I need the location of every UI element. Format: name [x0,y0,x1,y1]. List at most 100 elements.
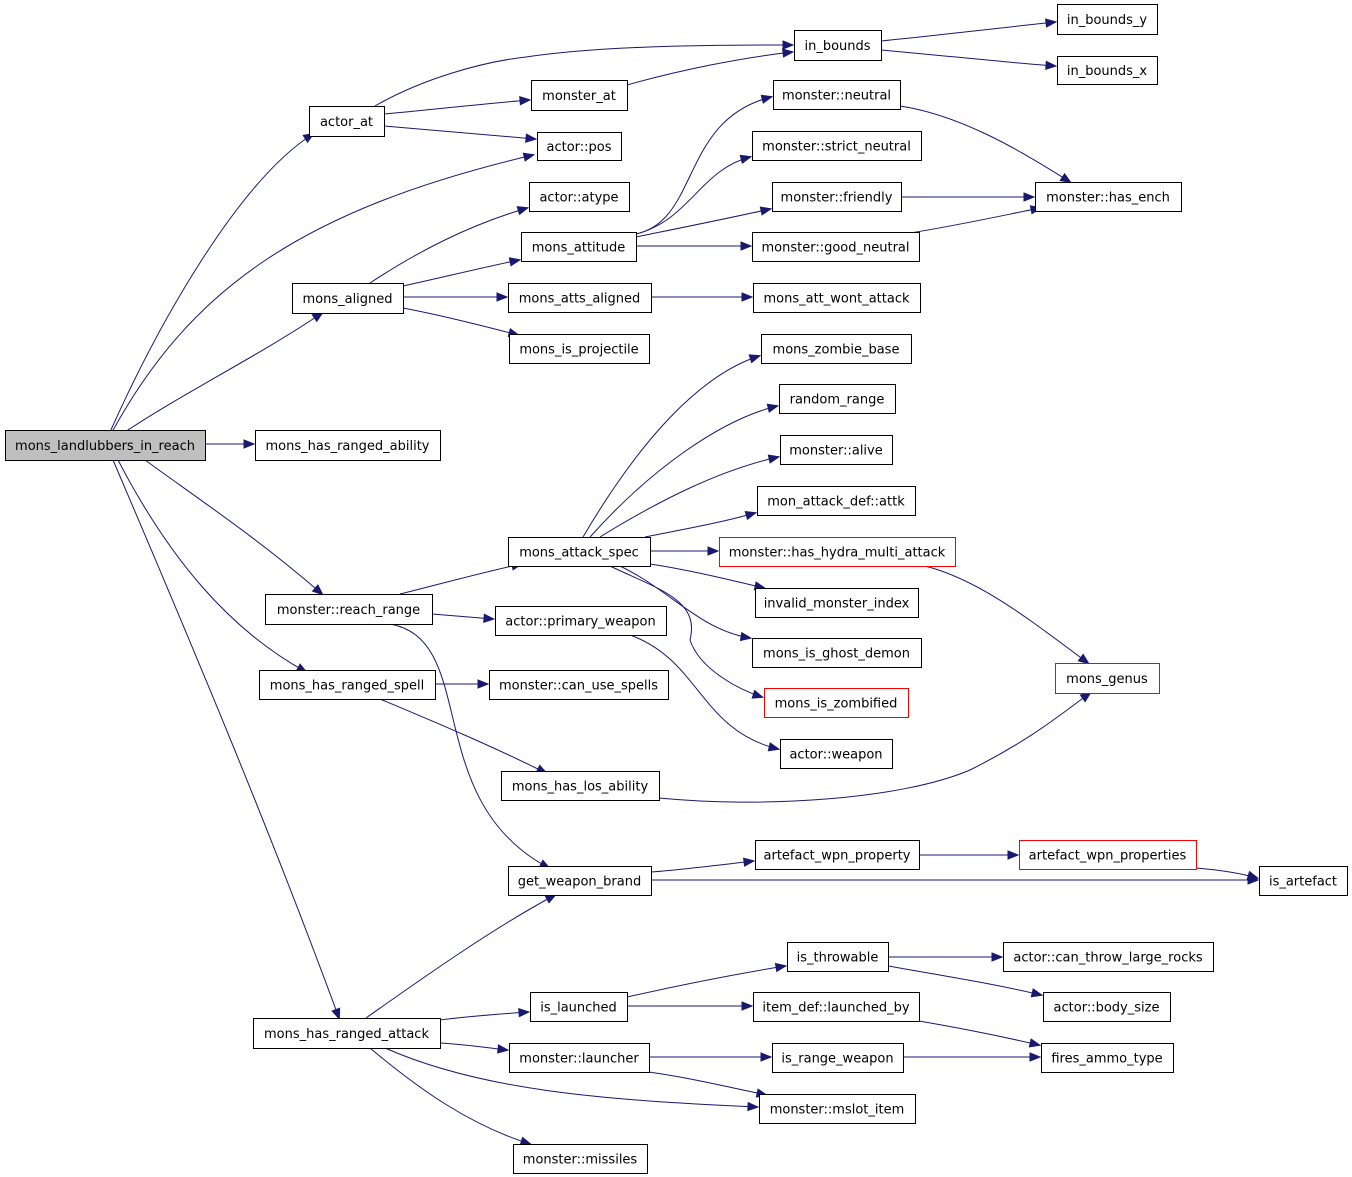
function-node[interactable]: mons_genus [1055,663,1160,694]
function-node[interactable]: actor::weapon [780,739,893,769]
node-box [309,106,385,137]
call-edge: artefact_wpn_property->artefact_wpn_prop… [919,850,1020,860]
function-node[interactable]: actor::can_throw_large_rocks [1003,942,1214,972]
node-box [759,1094,916,1124]
function-node[interactable]: invalid_monster_index [755,588,919,618]
node-label: artefact_wpn_properties [1029,849,1187,864]
arrowhead [759,206,773,216]
call-edge: mons_atts_aligned->mons_att_wont_attack [651,292,754,302]
node-box [794,30,882,61]
call-edge: mons_has_ranged_attack->is_launched [439,1007,531,1021]
call-edge: monster::reach_range->get_weapon_brand [389,623,552,870]
function-node[interactable]: monster::mslot_item [759,1094,916,1124]
function-node[interactable]: monster::alive [780,435,893,465]
function-node[interactable]: monster::missiles [513,1144,648,1174]
arrowhead [518,1007,531,1018]
function-node[interactable]: monster::has_ench [1035,182,1182,212]
function-node[interactable]: mons_attack_spec [508,537,651,567]
node-box [772,182,902,212]
arrowhead [508,257,522,267]
function-node[interactable]: is_throwable [787,942,889,972]
function-node[interactable]: mons_has_ranged_attack [253,1018,441,1049]
function-node[interactable]: mon_attack_def::attk [757,486,916,516]
function-node[interactable]: actor::atype [529,182,630,212]
node-box [753,992,920,1022]
function-node[interactable]: mons_atts_aligned [508,283,652,313]
call-edge: mons_attack_spec->mons_zombie_base [582,354,762,538]
call-edge: mons_has_ranged_attack->monster::mslot_i… [384,1047,760,1112]
node-label: monster::missiles [523,1153,638,1168]
function-node[interactable]: actor::pos [537,132,622,161]
function-node[interactable]: mons_landlubbers_in_reach [5,430,206,461]
function-node[interactable]: random_range [779,384,896,414]
function-node[interactable]: mons_is_projectile [509,334,650,364]
function-node[interactable]: actor::body_size [1043,992,1171,1022]
call-edge: mons_attitude->monster::neutral [635,94,774,235]
function-node[interactable]: get_weapon_brand [508,866,652,896]
call-edge: actor::primary_weapon->actor::weapon [629,634,781,752]
function-node[interactable]: is_range_weapon [772,1043,904,1073]
function-node[interactable]: monster::launcher [509,1043,650,1073]
function-node[interactable]: artefact_wpn_property [755,840,920,870]
node-label: in_bounds_y [1067,13,1148,28]
function-node[interactable]: in_bounds_y [1057,4,1158,35]
function-node[interactable]: monster::can_use_spells [489,670,669,700]
node-label: in_bounds_x [1067,64,1148,79]
function-node[interactable]: mons_att_wont_attack [753,283,921,313]
function-node[interactable]: mons_is_ghost_demon [752,638,922,668]
function-node[interactable]: artefact_wpn_properties [1019,840,1197,870]
node-label: mons_attack_spec [519,546,639,561]
node-box [521,232,637,262]
call-edge: get_weapon_brand->is_artefact [651,875,1260,885]
function-node[interactable]: is_artefact [1259,866,1348,896]
function-node[interactable]: in_bounds [794,30,882,61]
function-node[interactable]: mons_aligned [292,283,404,314]
arrowhead [1030,988,1044,998]
arrowhead [497,1044,510,1054]
node-box [509,334,650,364]
node-box [5,430,206,461]
arrowhead [525,133,538,143]
node-label: mons_has_ranged_spell [270,679,424,694]
node-box [1057,56,1158,85]
function-node[interactable]: mons_has_ranged_spell [259,670,436,700]
function-node[interactable]: monster::has_hydra_multi_attack [719,537,956,567]
function-node[interactable]: actor::primary_weapon [495,606,667,636]
function-node[interactable]: monster::neutral [773,80,901,110]
node-box [779,384,896,414]
arrowhead [748,354,762,364]
node-box [1057,4,1158,35]
function-node[interactable]: in_bounds_x [1057,56,1158,85]
function-node[interactable]: monster::good_neutral [752,232,920,262]
arrowhead [1023,192,1036,202]
call-edge: actor_at->monster_at [383,96,532,115]
function-node[interactable]: item_def::launched_by [753,992,920,1022]
function-node[interactable]: monster::friendly [772,182,902,212]
call-edge: mons_has_ranged_spell->mons_has_los_abil… [379,698,549,775]
function-node[interactable]: is_launched [530,992,628,1022]
function-node[interactable]: mons_zombie_base [761,334,912,364]
node-label: is_throwable [797,951,879,966]
arrowhead [519,1136,533,1146]
function-node[interactable]: monster_at [531,80,628,111]
node-box [1003,942,1214,972]
node-box [780,739,893,769]
arrowhead [243,439,256,449]
call-edge: mons_attack_spec->monster::has_hydra_mul… [650,546,720,556]
function-node[interactable]: monster::strict_neutral [752,131,922,161]
call-edge: monster::launcher->monster::mslot_item [648,1071,769,1098]
node-box [531,80,628,111]
function-node[interactable]: fires_ammo_type [1041,1043,1174,1073]
node-box [1019,840,1197,870]
function-node[interactable]: monster::reach_range [265,594,433,625]
function-node[interactable]: actor_at [309,106,385,137]
call-edge: mons_has_ranged_attack->monster::launche… [439,1042,510,1054]
arrowhead [741,292,754,302]
arrowhead [496,292,509,302]
call-edge: is_throwable->actor::can_throw_large_roc… [888,952,1004,962]
function-node[interactable]: mons_is_zombified [764,688,909,718]
function-node[interactable]: mons_has_los_ability [501,771,660,801]
node-label: mons_landlubbers_in_reach [15,439,195,454]
function-node[interactable]: mons_attitude [521,232,637,262]
function-node[interactable]: mons_has_ranged_ability [255,430,441,461]
